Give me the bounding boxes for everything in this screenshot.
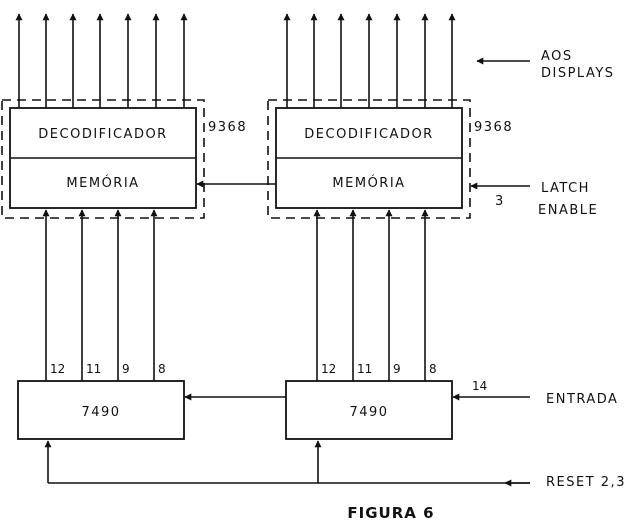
right-counter-box bbox=[285, 380, 453, 440]
left-pin-12: 12 bbox=[50, 362, 65, 376]
aos-label: AOS bbox=[541, 49, 573, 64]
right-chip-label: 9368 bbox=[474, 120, 513, 135]
left-counter: 7490 bbox=[17, 380, 185, 440]
left-pin-11: 11 bbox=[86, 362, 101, 376]
right-counter: 7490 bbox=[285, 380, 453, 440]
left-decoder-unit: DECODIFICADOR MEMÓRIA 9368 bbox=[1, 99, 247, 219]
left-dashed-outline bbox=[1, 99, 205, 219]
left-counter-box bbox=[17, 380, 185, 440]
left-pin-9: 9 bbox=[122, 362, 130, 376]
right-dashed-outline bbox=[267, 99, 471, 219]
entrada-pin-label: 14 bbox=[472, 379, 487, 393]
right-pin-9: 9 bbox=[393, 362, 401, 376]
figure-caption: FIGURA 6 bbox=[347, 504, 434, 522]
right-output-arrows bbox=[283, 13, 456, 108]
right-memory-label: MEMÓRIA bbox=[332, 175, 405, 191]
enable-label: ENABLE bbox=[538, 203, 598, 218]
right-counter-label: 7490 bbox=[349, 405, 388, 420]
right-pin-12: 12 bbox=[321, 362, 336, 376]
latch-label: LATCH bbox=[541, 181, 590, 196]
latch-pin-label: 3 bbox=[495, 194, 505, 209]
left-decoder-label: DECODIFICADOR bbox=[38, 127, 167, 142]
entrada-label: ENTRADA bbox=[546, 392, 618, 407]
right-data-lines bbox=[313, 209, 429, 381]
left-counter-label: 7490 bbox=[81, 405, 120, 420]
right-pin-11: 11 bbox=[357, 362, 372, 376]
left-pin-8: 8 bbox=[158, 362, 166, 376]
right-decoder-label: DECODIFICADOR bbox=[304, 127, 433, 142]
right-decoder-unit: DECODIFICADOR MEMÓRIA 9368 bbox=[267, 99, 513, 219]
right-pin-8: 8 bbox=[429, 362, 437, 376]
displays-label: DISPLAYS bbox=[541, 66, 615, 81]
left-output-arrows bbox=[15, 13, 188, 108]
left-data-lines bbox=[42, 209, 158, 381]
left-memory-label: MEMÓRIA bbox=[66, 175, 139, 191]
reset-line bbox=[44, 440, 530, 487]
reset-label: RESET 2,3 bbox=[546, 475, 626, 490]
left-chip-label: 9368 bbox=[208, 120, 247, 135]
